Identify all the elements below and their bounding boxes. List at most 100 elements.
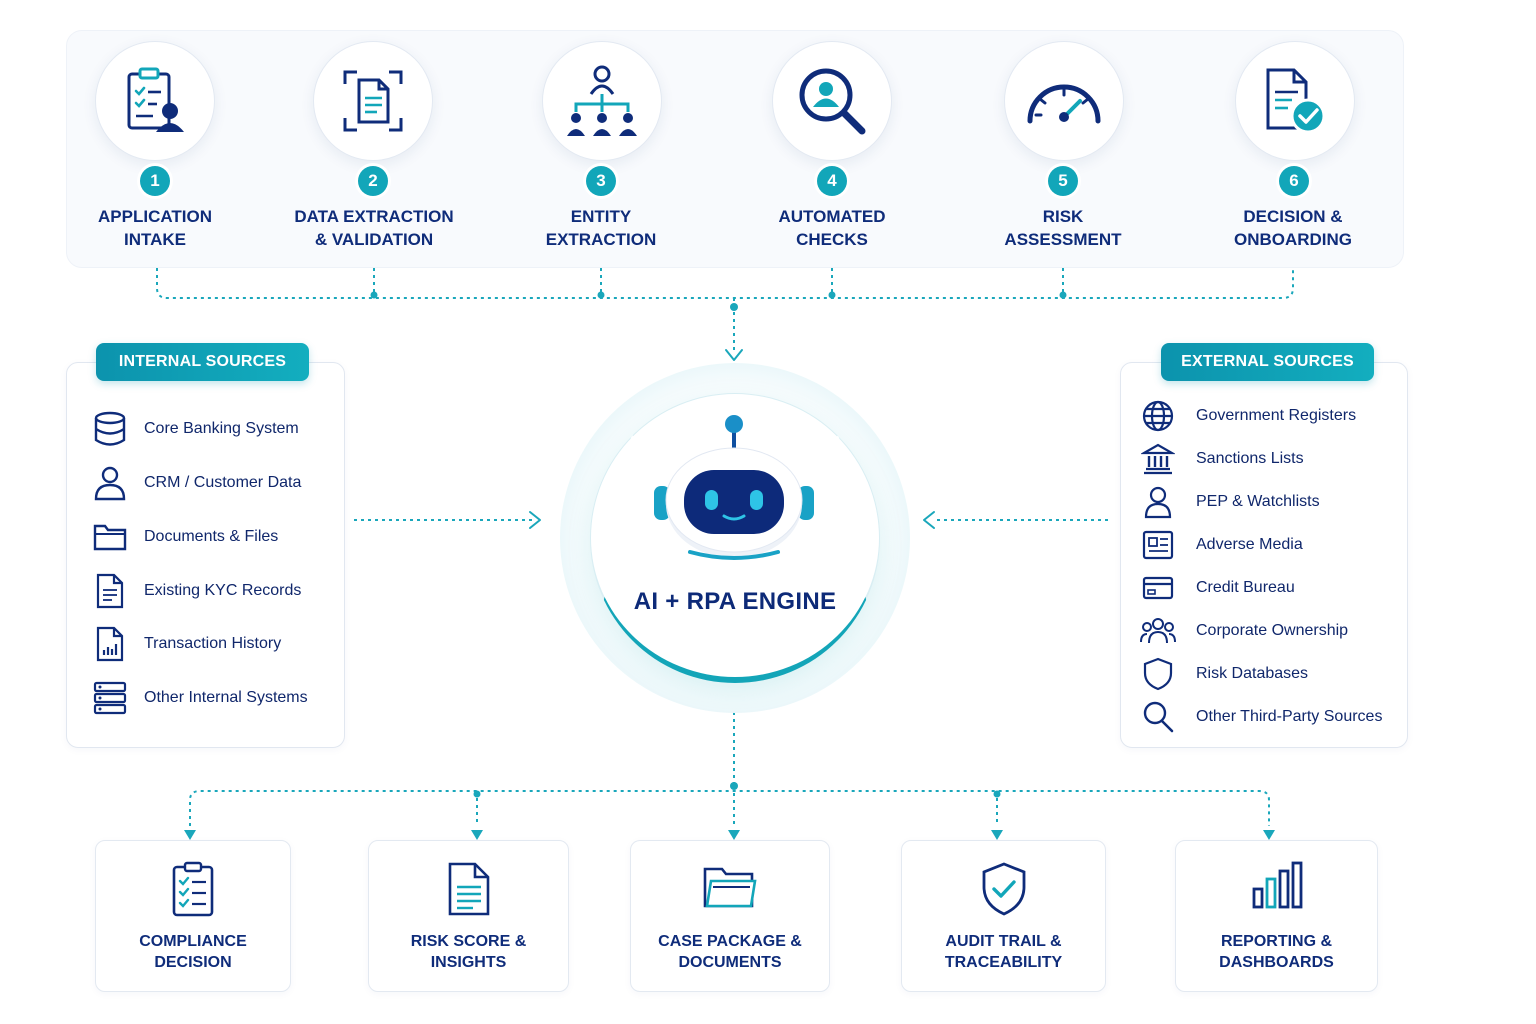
output-label-line1: RISK SCORE & [410,933,527,950]
step-6-label-line2: ONBOARDING [1233,230,1353,249]
internal-sources-title: INTERNAL SOURCES [96,343,309,381]
bank-icon [1140,441,1176,477]
output-audit-trail[interactable]: AUDIT TRAIL & TRACEABILITY [901,840,1106,992]
external-source-label: Adverse Media [1196,536,1303,553]
internal-source-label: Core Banking System [144,420,299,437]
internal-source-label: CRM / Customer Data [144,474,302,491]
output-label-line2: INSIGHTS [430,954,507,971]
output-label-line2: DASHBOARDS [1219,954,1334,971]
checklist-icon [96,861,290,919]
external-source-risk-db[interactable]: Risk Databases [1140,656,1308,692]
external-sources-title: EXTERNAL SOURCES [1161,343,1374,381]
database-icon [92,411,128,447]
gauge-icon [1027,84,1101,124]
output-label: RISK SCORE & INSIGHTS [369,931,568,973]
step-5-circle[interactable] [1004,41,1124,161]
output-label-line1: CASE PACKAGE & [658,933,802,950]
output-label-line2: DOCUMENTS [678,954,782,971]
step-1-label-line2: INTAKE [123,230,186,249]
external-source-ownership[interactable]: Corporate Ownership [1140,613,1348,649]
search-icon [1140,699,1176,735]
step-6-circle[interactable] [1235,41,1355,161]
step-5-number: 5 [1048,166,1078,196]
step-3-label-line2: EXTRACTION [545,230,657,249]
folder-icon [92,519,128,555]
output-label-line1: AUDIT TRAIL & [945,933,1062,950]
step-2-label: DATA EXTRACTION & VALIDATION [259,205,489,251]
internal-source-transactions[interactable]: Transaction History [92,626,281,662]
process-panel [66,30,1404,268]
step-3-label-line1: ENTITY [570,207,632,226]
step-2-label-line2: & VALIDATION [314,230,434,249]
shield-icon [1140,656,1176,692]
user-icon [1140,484,1176,520]
output-label-line2: TRACEABILITY [944,954,1063,971]
external-source-label: Corporate Ownership [1196,622,1349,639]
document-scan-icon [343,70,403,132]
internal-source-kyc[interactable]: Existing KYC Records [92,573,301,609]
output-risk-score[interactable]: RISK SCORE & INSIGHTS [368,840,569,992]
globe-icon [1140,398,1176,434]
step-4-number: 4 [817,166,847,196]
step-4-label-line1: AUTOMATED [778,207,886,226]
output-reporting[interactable]: REPORTING & DASHBOARDS [1175,840,1378,992]
credit-card-icon [1140,570,1176,606]
external-source-label: Other Third-Party Sources [1196,708,1383,725]
internal-source-core-banking[interactable]: Core Banking System [92,411,299,447]
output-label-line1: REPORTING & [1220,933,1333,950]
external-source-credit[interactable]: Credit Bureau [1140,570,1295,606]
newspaper-icon [1140,527,1176,563]
step-1-label: APPLICATION INTAKE [40,205,270,251]
external-source-government[interactable]: Government Registers [1140,398,1356,434]
step-6-label: DECISION & ONBOARDING [1178,205,1408,251]
document-icon [92,573,128,609]
output-compliance-decision[interactable]: COMPLIANCE DECISION [95,840,291,992]
robot-icon [654,415,814,560]
clipboard-user-icon [127,67,184,132]
internal-source-label: Existing KYC Records [144,582,302,599]
step-5-label-line1: RISK [1042,207,1084,226]
external-source-other[interactable]: Other Third-Party Sources [1140,699,1382,735]
chart-document-icon [92,626,128,662]
bar-chart-icon [1176,861,1377,919]
external-source-label: Credit Bureau [1196,579,1295,596]
external-source-pep[interactable]: PEP & Watchlists [1140,484,1320,520]
output-label: CASE PACKAGE & DOCUMENTS [631,931,829,973]
external-source-sanctions[interactable]: Sanctions Lists [1140,441,1304,477]
output-label: AUDIT TRAIL & TRACEABILITY [902,931,1105,973]
step-3-circle[interactable] [542,41,662,161]
internal-source-documents[interactable]: Documents & Files [92,519,278,555]
step-5-label: RISK ASSESSMENT [948,205,1178,251]
output-case-package[interactable]: CASE PACKAGE & DOCUMENTS [630,840,830,992]
report-icon [369,861,568,919]
user-icon [92,465,128,501]
step-3-label: ENTITY EXTRACTION [486,205,716,251]
step-2-label-line1: DATA EXTRACTION [294,207,454,226]
search-user-icon [799,68,866,135]
external-source-label: Risk Databases [1196,665,1309,682]
step-5-label-line2: ASSESSMENT [1004,230,1122,249]
external-source-label: PEP & Watchlists [1196,493,1320,510]
step-3-number: 3 [586,166,616,196]
external-source-media[interactable]: Adverse Media [1140,527,1303,563]
step-1-circle[interactable] [95,41,215,161]
step-6-number: 6 [1279,166,1309,196]
internal-source-crm[interactable]: CRM / Customer Data [92,465,301,501]
external-source-label: Government Registers [1196,407,1357,424]
internal-source-other[interactable]: Other Internal Systems [92,680,308,716]
internal-source-label: Documents & Files [144,528,279,545]
step-2-circle[interactable] [313,41,433,161]
step-4-label-line2: CHECKS [796,230,868,249]
step-4-circle[interactable] [772,41,892,161]
server-icon [92,680,128,716]
shield-check-icon [902,861,1105,919]
hierarchy-icon [567,65,637,136]
output-label-line2: DECISION [154,954,232,971]
document-check-icon [1266,68,1326,134]
step-4-label: AUTOMATED CHECKS [717,205,947,251]
step-1-number: 1 [140,166,170,196]
output-label-line1: COMPLIANCE [139,933,247,950]
output-label: REPORTING & DASHBOARDS [1176,931,1377,973]
step-2-number: 2 [358,166,388,196]
group-icon [1140,613,1176,649]
